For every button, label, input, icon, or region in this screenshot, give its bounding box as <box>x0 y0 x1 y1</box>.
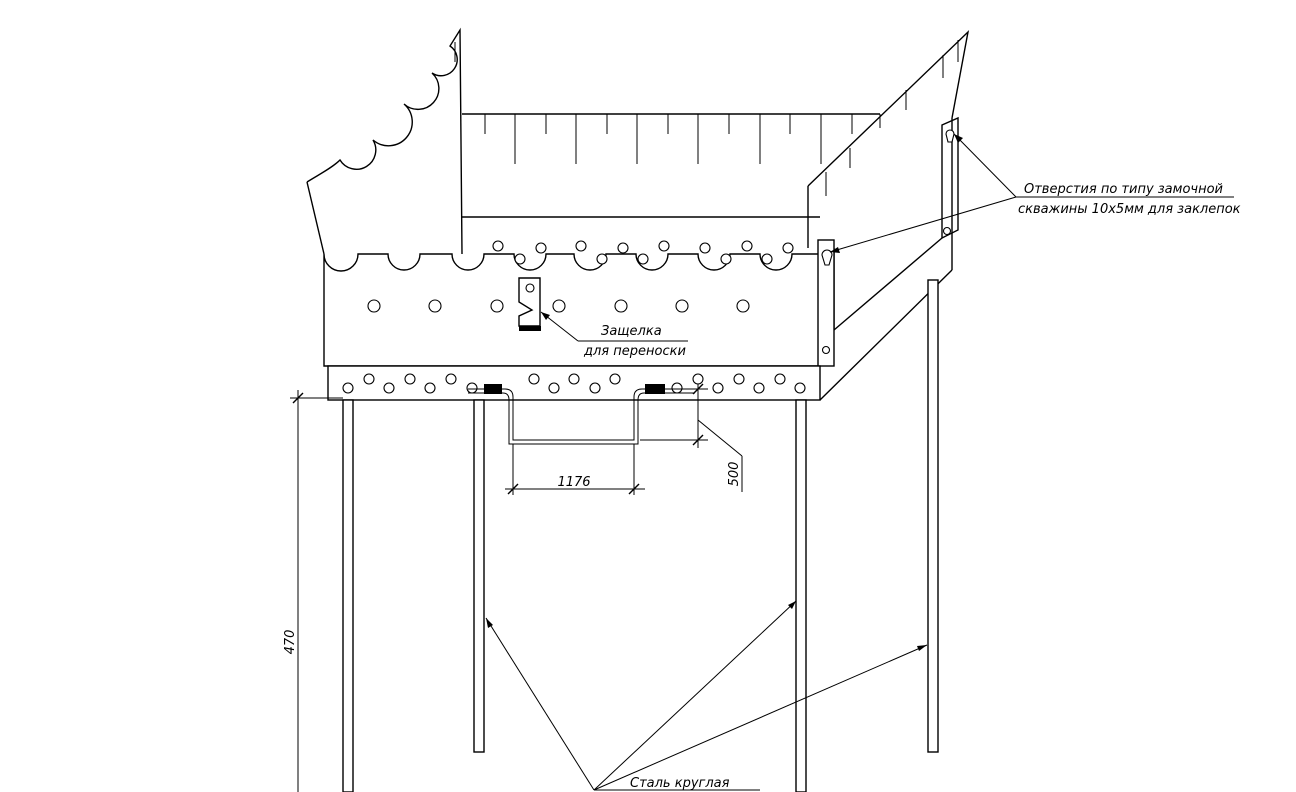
middle-hole-row <box>367 299 750 313</box>
leg-back-left <box>473 399 485 753</box>
dimension-handle-depth-text: 500 <box>727 462 742 487</box>
dimension-handle-width-text: 1176 <box>557 475 590 490</box>
leg-front-left <box>342 399 354 792</box>
bottom-hole-row <box>342 373 806 394</box>
upper-hole-row <box>492 240 794 265</box>
annotation-latch-line1: Защелка <box>601 324 662 339</box>
annotation-latch: Защелка для переноски <box>540 311 688 359</box>
annotation-keyhole-holes: Отверстия по типу замочной скважины 10х5… <box>829 133 1241 253</box>
left-side-panel <box>306 27 463 255</box>
dimension-leg-height: 470 <box>283 390 343 792</box>
annotation-keyhole-line2: скважины 10х5мм для заклепок <box>1018 202 1241 217</box>
back-panel <box>462 113 880 218</box>
dimension-handle-depth: 500 <box>640 383 743 492</box>
dimension-handle-width: 1176 <box>505 444 645 495</box>
leg-front-right <box>795 399 807 792</box>
carry-handle <box>468 388 695 445</box>
front-top-panel <box>323 239 835 367</box>
annotation-keyhole-line1: Отверстия по типу замочной <box>1024 182 1223 197</box>
skewer-slots <box>484 114 853 164</box>
bottom-box <box>327 365 821 401</box>
leg-back-right <box>927 279 939 753</box>
annotation-latch-line2: для переноски <box>583 344 686 359</box>
latch-icon <box>518 277 541 331</box>
dimension-leg-height-text: 470 <box>283 630 298 655</box>
annotation-round-steel: Сталь круглая <box>485 600 928 791</box>
annotation-round-steel-text: Сталь круглая <box>630 776 730 791</box>
legs <box>342 279 939 792</box>
